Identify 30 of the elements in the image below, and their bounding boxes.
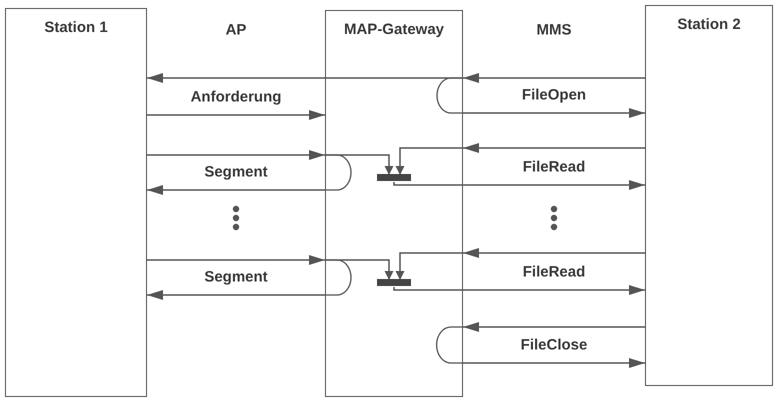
message-arrow [147, 73, 325, 83]
message-arrow [463, 358, 645, 368]
station-heading: Station 2 [677, 16, 741, 33]
message-arrow [325, 154, 394, 175]
edge-label: Segment [202, 164, 270, 180]
edge-label: Segment [202, 268, 270, 286]
message-arrow [393, 180, 645, 190]
station-heading: Station 1 [44, 19, 108, 36]
sync-bar [377, 174, 412, 182]
message-arrow [147, 290, 325, 300]
message-arrow [463, 143, 645, 153]
lifeline-box [325, 10, 463, 397]
lifeline-box [5, 8, 147, 397]
message-arrow [463, 322, 645, 332]
message-arrow [147, 255, 325, 265]
message-arrow [393, 285, 645, 295]
message-arrow [463, 73, 645, 83]
sync-bar [377, 279, 412, 286]
message-arrow [325, 259, 394, 280]
message-arrow [147, 110, 325, 120]
lifeline-box [645, 5, 773, 386]
message-arrow [396, 147, 463, 175]
message-arrow [463, 248, 645, 258]
message-arrow [147, 150, 325, 160]
edge-label: Anforderung [188, 88, 284, 106]
message-arrow [396, 252, 463, 280]
message-arrow [463, 108, 645, 118]
message-arrow [147, 185, 325, 195]
edge-label: FileOpen [520, 86, 588, 104]
station-heading: MAP-Gateway [344, 21, 444, 38]
